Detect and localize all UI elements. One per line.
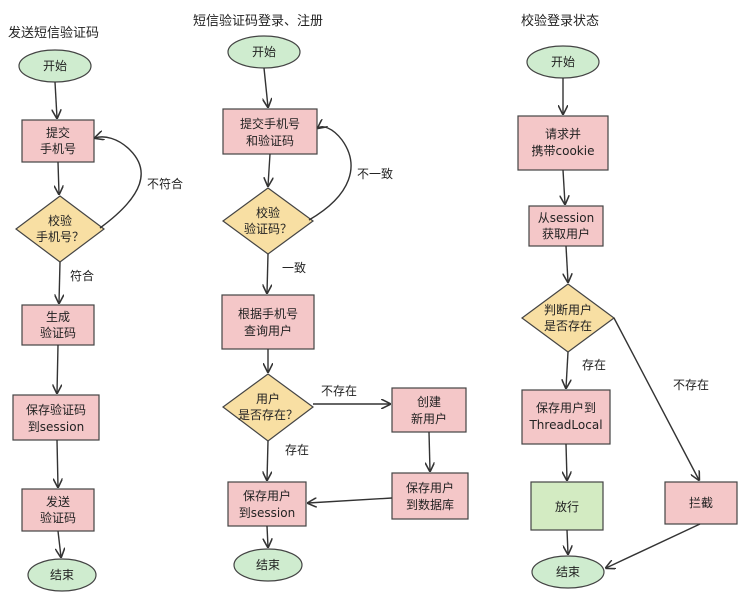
col2-savesession-box <box>227 481 307 527</box>
col1-edge-submit-check <box>58 161 59 194</box>
col3-request-line1: 请求并 <box>545 127 581 141</box>
col3-edge-judge-block <box>613 317 699 480</box>
col3-edge-block-end <box>606 523 701 568</box>
col2-exists-line2: 是否存在？ <box>238 408 298 422</box>
col2-not-exist-label: 不存在 <box>321 384 357 398</box>
col2-start-label: 开始 <box>252 45 276 59</box>
col3-judge-line2: 是否存在 <box>544 319 592 333</box>
col3-exist-label: 存在 <box>582 358 606 372</box>
col3-edge-judge-savetl <box>566 351 568 388</box>
col1-end-node <box>27 558 97 592</box>
col2-end-label: 结束 <box>256 558 280 572</box>
col3-getuser-line2: 获取用户 <box>542 226 590 241</box>
col2-check-diamond <box>221 187 315 255</box>
col1-generate-box <box>21 304 95 346</box>
col2-check-line1: 校验 <box>256 205 280 220</box>
col1-not-ok-label: 不符合 <box>147 176 183 191</box>
col3-end-label: 结束 <box>556 565 580 579</box>
col3-edge-savetl-allow <box>566 443 567 480</box>
col2-title: 短信验证码登录、注册 <box>193 13 323 29</box>
col3-edge-request-getuser <box>563 169 565 204</box>
col2-match-label: 一致 <box>282 261 306 275</box>
col2-query-line2: 查询用户 <box>244 323 292 338</box>
col2-submit-line1: 提交手机号 <box>240 116 300 131</box>
col2-exists-line1: 用户 <box>256 391 280 406</box>
col1-generate-line1: 生成 <box>46 310 70 324</box>
col2-savedb-box <box>391 472 469 520</box>
col1-edge-generate-save <box>57 344 58 393</box>
col2-edge-create-savedb <box>429 431 430 471</box>
col3-edge-allow-end <box>567 529 568 554</box>
col1-send-line2: 验证码 <box>40 510 76 525</box>
col2-edge-loop-back <box>308 127 352 221</box>
col2-end-node <box>233 548 303 582</box>
col2-savesession-line2: 到session <box>239 506 295 520</box>
col1-edge-check-generate <box>59 261 60 303</box>
col2-mismatch-label: 不一致 <box>357 167 393 181</box>
col3-end-node <box>531 555 605 589</box>
col3-judge-line1: 判断用户 <box>544 302 592 317</box>
col1-submit-line2: 手机号 <box>40 142 76 156</box>
col2-edge-savedb-savesession <box>308 497 393 503</box>
col1-save-line2: 到session <box>28 420 84 434</box>
col1-edge-send-end <box>58 530 61 557</box>
col1-check-diamond <box>15 195 105 263</box>
col1-edge-start-submit <box>55 81 57 118</box>
col3-judge-diamond <box>520 283 616 353</box>
col2-edge-check-query <box>267 253 268 293</box>
col3-title: 校验登录状态 <box>521 13 599 29</box>
col2-query-box <box>221 294 315 350</box>
col2-savedb-line2: 到数据库 <box>406 497 454 512</box>
col2-edge-start-submit <box>264 67 268 107</box>
col3-not-exist-label: 不存在 <box>673 378 709 392</box>
col3-block-label: 拦截 <box>689 496 713 510</box>
col1-save-box <box>12 394 100 441</box>
col3-request-line2: 携带cookie <box>532 143 595 158</box>
col2-create-line1: 创建 <box>417 395 441 409</box>
col2-savedb-line1: 保存用户 <box>406 480 454 495</box>
col3-edge-getuser-judge <box>566 245 568 282</box>
col1-check-line2: 手机号？ <box>36 230 84 244</box>
col3-allow-label: 放行 <box>555 499 579 514</box>
col3-request-box <box>517 115 609 171</box>
col2-savesession-line1: 保存用户 <box>243 488 291 503</box>
col2-edge-submit-check <box>268 153 270 186</box>
col1-title: 发送短信验证码 <box>8 25 99 41</box>
col1-ok-label: 符合 <box>70 268 94 283</box>
col3-savetl-box <box>521 389 611 445</box>
col2-edge-exists-savesession <box>267 440 268 480</box>
col3-getuser-line1: 从session <box>538 211 594 225</box>
col1-send-line1: 发送 <box>46 494 70 509</box>
col3-getuser-box <box>528 205 604 247</box>
col1-generate-line2: 验证码 <box>40 325 76 340</box>
col3-savetl-line2: ThreadLocal <box>528 418 602 432</box>
col1-end-label: 结束 <box>50 568 74 582</box>
col1-save-line1: 保存验证码 <box>26 402 86 417</box>
col3-block-box <box>664 481 738 525</box>
col2-check-line2: 验证码？ <box>244 221 292 236</box>
col3-start-label: 开始 <box>551 55 575 69</box>
col2-exist-label: 存在 <box>285 443 309 457</box>
col1-edge-loop-back <box>95 137 142 229</box>
col3-allow-box <box>530 481 604 531</box>
col2-create-line2: 新用户 <box>411 411 447 426</box>
col1-start-label: 开始 <box>43 59 67 73</box>
col1-submit-line1: 提交 <box>46 125 70 140</box>
col2-edge-savesession-end <box>267 525 268 547</box>
col2-query-line1: 根据手机号 <box>238 307 298 321</box>
col1-edge-save-send <box>57 439 58 487</box>
col2-submit-line2: 和验证码 <box>246 133 294 148</box>
col3-savetl-line1: 保存用户到 <box>536 400 596 415</box>
col1-check-line1: 校验 <box>48 213 72 228</box>
col1-submit-box <box>21 119 95 163</box>
col2-create-box <box>391 387 467 433</box>
